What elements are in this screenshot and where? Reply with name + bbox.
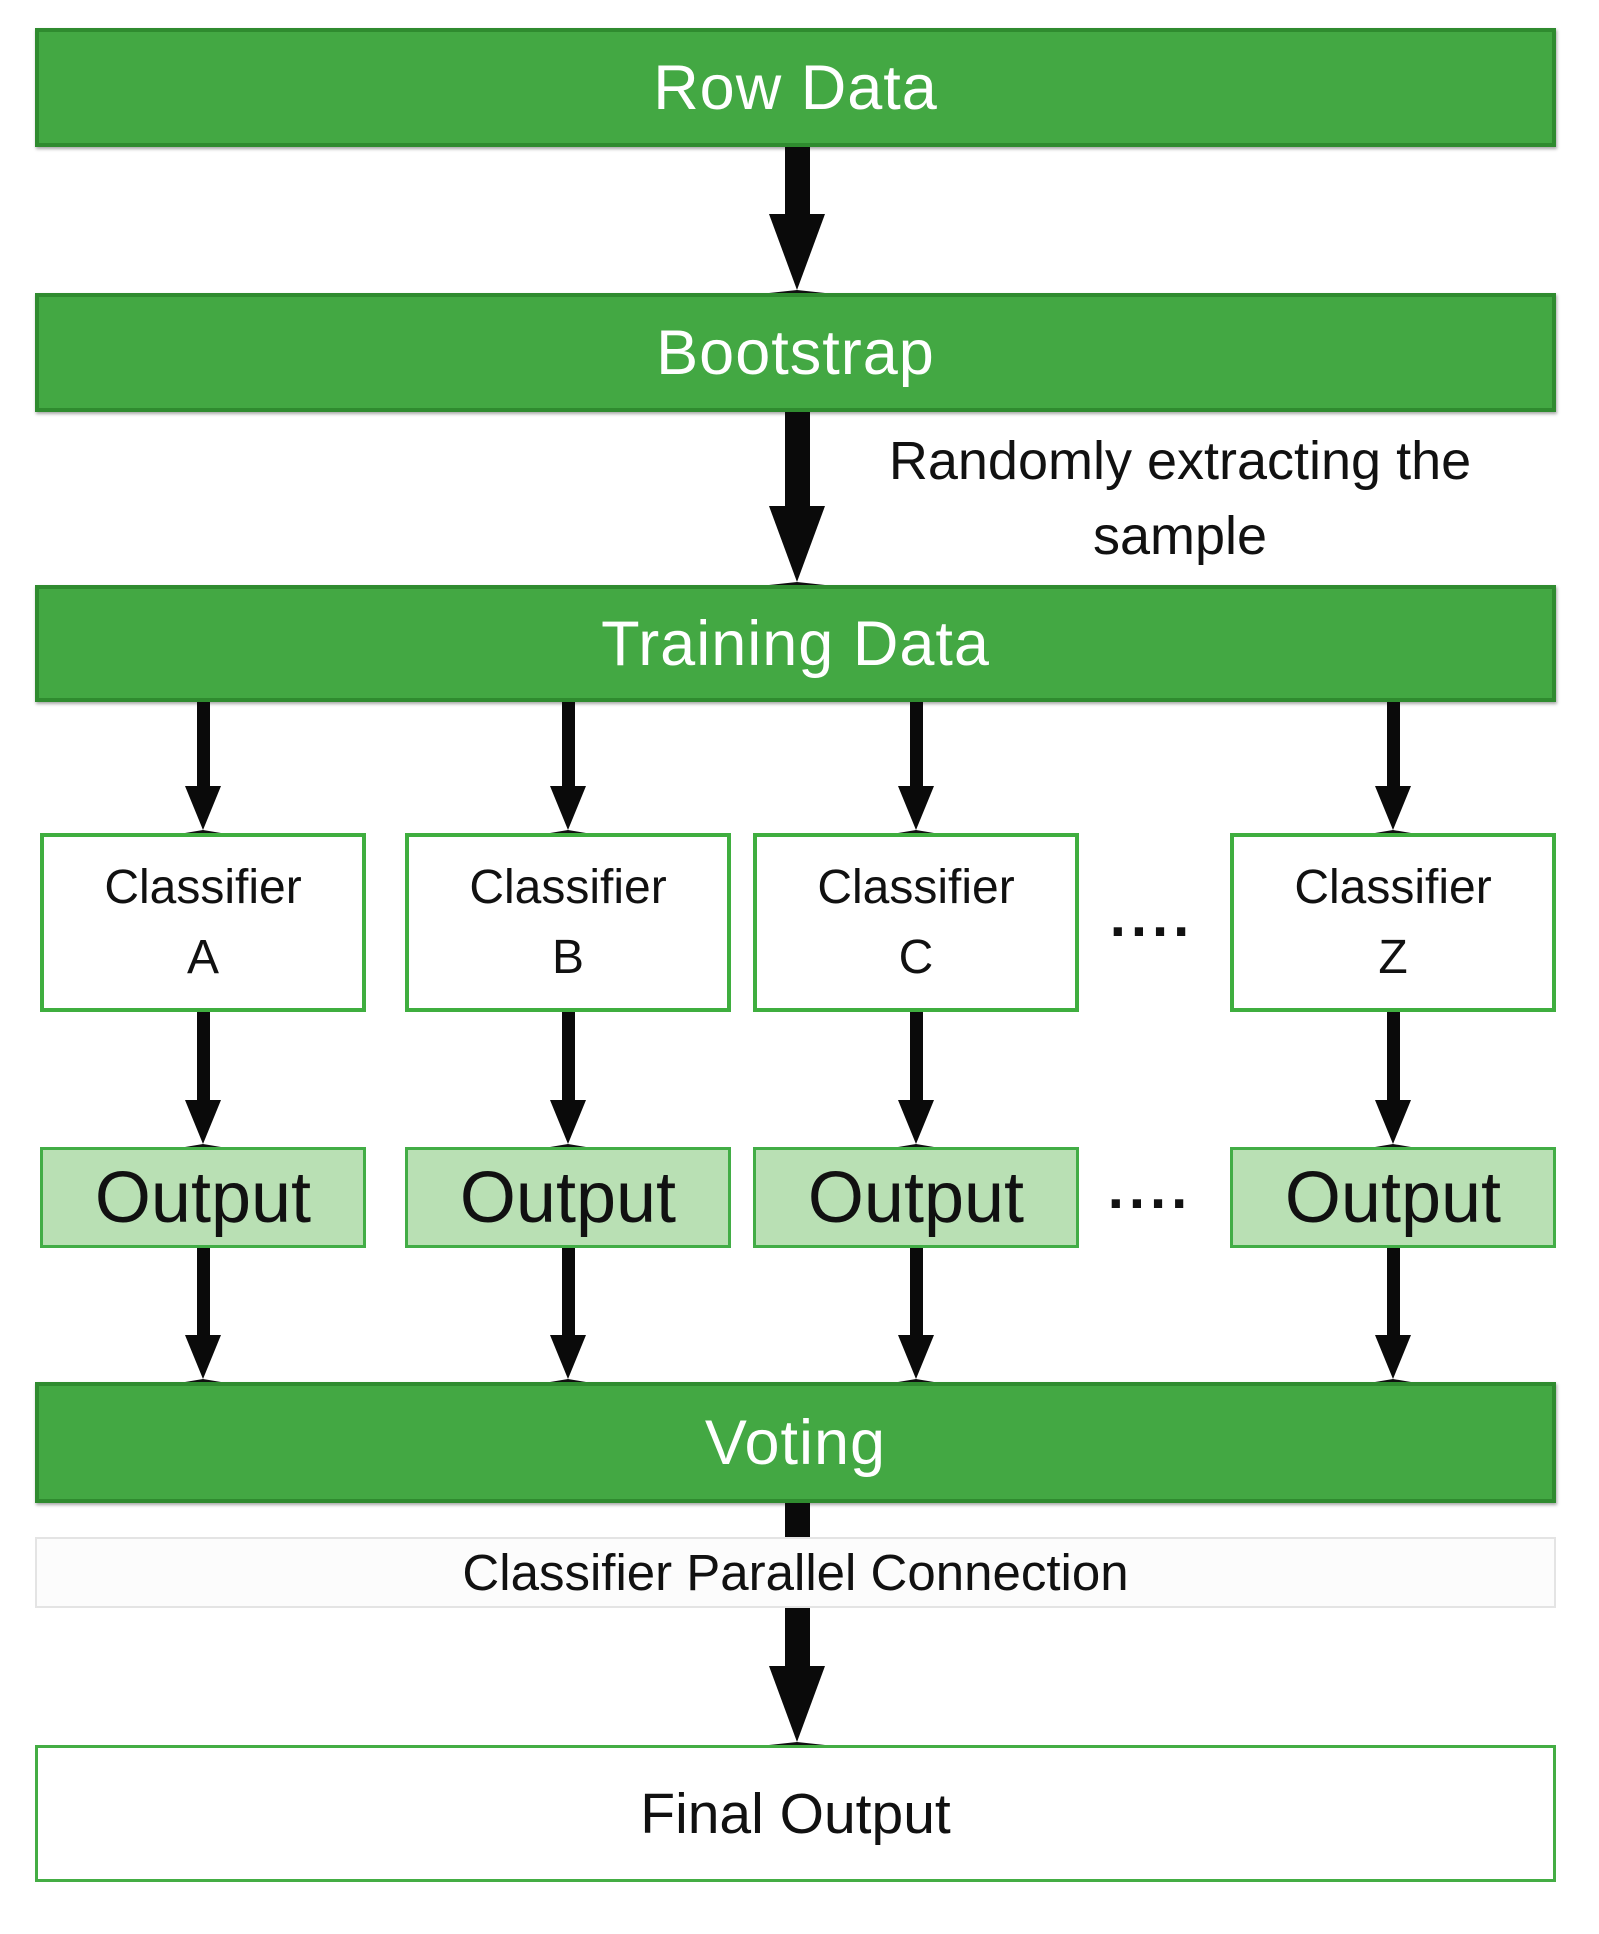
arrowhead-down-icon — [769, 1666, 825, 1745]
arrow-shaft — [196, 1248, 210, 1335]
arrow-shaft — [561, 702, 575, 786]
classifier-label: Classifier — [817, 860, 1015, 914]
arrow-shaft — [909, 1248, 923, 1335]
arrow-output-c-to-voting — [898, 1248, 934, 1382]
arrow-classifier-b-to-output — [550, 1012, 586, 1147]
output-ellipsis-dots: .... — [1107, 1156, 1193, 1221]
node-voting: Voting — [35, 1382, 1556, 1503]
arrow-training-to-classifier-c — [898, 702, 934, 833]
arrow-output-b-to-voting — [550, 1248, 586, 1382]
arrowhead-down-icon — [1375, 786, 1411, 833]
arrow-shaft — [1386, 702, 1400, 786]
arrowhead-down-icon — [550, 786, 586, 833]
node-output-b: Output — [405, 1147, 731, 1248]
arrow-shaft — [784, 147, 810, 214]
arrow-shaft — [784, 412, 810, 506]
arrow-shaft — [196, 702, 210, 786]
arrowhead-down-icon — [185, 1100, 221, 1147]
classifier-label: Classifier — [104, 860, 302, 914]
arrowhead-down-icon — [898, 1335, 934, 1382]
classifier-ellipsis-dots: .... — [1109, 884, 1195, 949]
node-output-a: Output — [40, 1147, 366, 1248]
arrowhead-down-icon — [769, 506, 825, 585]
arrowhead-down-icon — [1375, 1335, 1411, 1382]
node-classifier-b: Classifier B — [405, 833, 731, 1012]
arrowhead-down-icon — [898, 786, 934, 833]
node-classifier-c: Classifier C — [753, 833, 1079, 1012]
arrow-bootstrap-to-training — [769, 412, 825, 585]
sampling-note-line1: Randomly extracting the — [888, 431, 1472, 491]
sampling-note-line2: sample — [1092, 505, 1268, 566]
arrow-row-data-to-bootstrap — [769, 147, 825, 293]
arrow-shaft — [561, 1248, 575, 1335]
sampling-note: Randomly extracting the sample — [830, 424, 1530, 573]
node-row-data: Row Data — [35, 28, 1556, 147]
arrow-output-a-to-voting — [185, 1248, 221, 1382]
node-training-data: Training Data — [35, 585, 1556, 702]
classifier-id: C — [898, 930, 934, 984]
arrow-shaft — [561, 1012, 575, 1100]
arrow-shaft — [909, 702, 923, 786]
parallel-connection-label-box: Classifier Parallel Connection — [35, 1537, 1556, 1608]
arrowhead-down-icon — [185, 1335, 221, 1382]
arrowhead-down-icon — [185, 786, 221, 833]
arrow-shaft — [196, 1012, 210, 1100]
arrow-training-to-classifier-a — [185, 702, 221, 833]
node-bootstrap: Bootstrap — [35, 293, 1556, 412]
arrow-training-to-classifier-b — [550, 702, 586, 833]
arrow-classifier-c-to-output — [898, 1012, 934, 1147]
node-final-output: Final Output — [35, 1745, 1556, 1882]
arrow-classifier-z-to-output — [1375, 1012, 1411, 1147]
arrowhead-down-icon — [898, 1100, 934, 1147]
classifier-id: A — [186, 930, 219, 984]
arrow-output-z-to-voting — [1375, 1248, 1411, 1382]
classifier-id: B — [551, 930, 584, 984]
arrow-shaft — [1386, 1012, 1400, 1100]
classifier-id: Z — [1378, 930, 1408, 984]
node-classifier-z: Classifier Z — [1230, 833, 1556, 1012]
classifier-label: Classifier — [469, 860, 667, 914]
arrowhead-down-icon — [550, 1335, 586, 1382]
node-classifier-a: Classifier A — [40, 833, 366, 1012]
arrow-shaft — [1386, 1248, 1400, 1335]
node-output-z: Output — [1230, 1147, 1556, 1248]
node-output-c: Output — [753, 1147, 1079, 1248]
arrowhead-down-icon — [769, 214, 825, 293]
arrowhead-down-icon — [550, 1100, 586, 1147]
arrow-shaft — [909, 1012, 923, 1100]
arrow-classifier-a-to-output — [185, 1012, 221, 1147]
arrow-training-to-classifier-z — [1375, 702, 1411, 833]
arrowhead-down-icon — [1375, 1100, 1411, 1147]
classifier-label: Classifier — [1294, 860, 1492, 914]
